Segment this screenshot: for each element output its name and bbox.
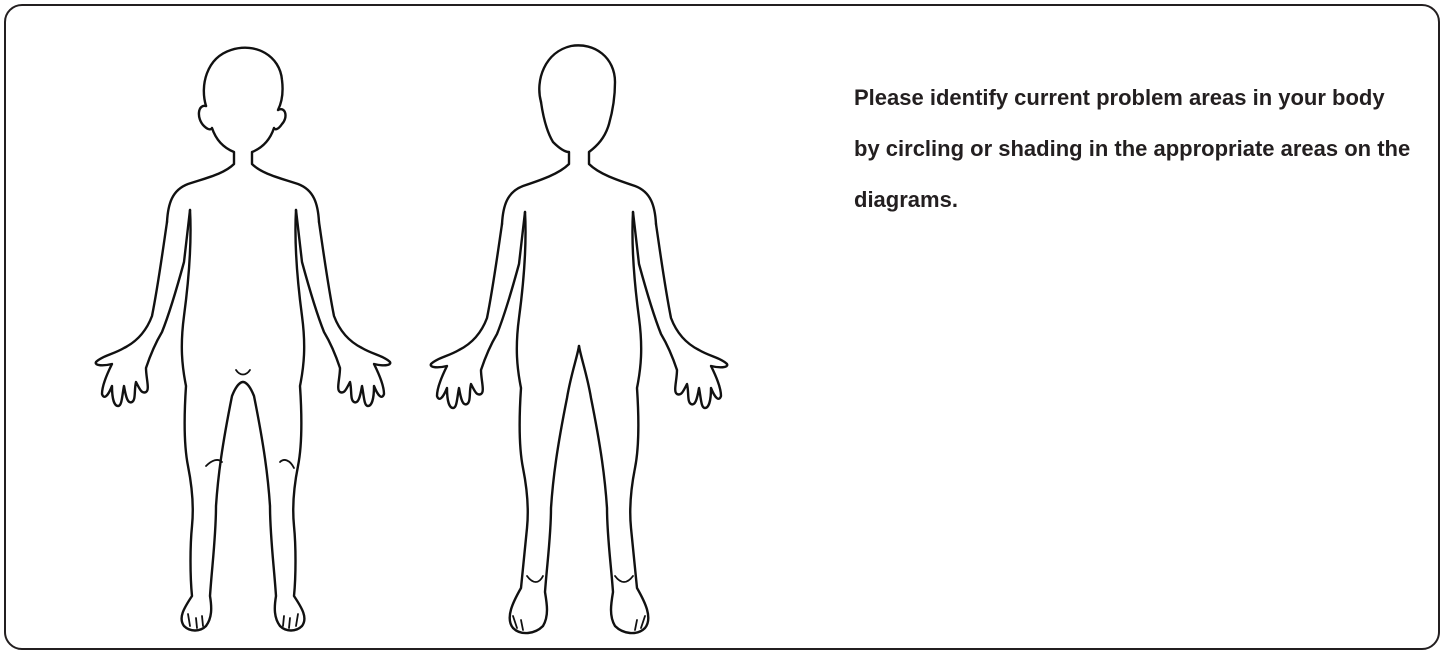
body-front-outline-icon	[66, 36, 426, 636]
body-diagram-back[interactable]	[401, 36, 761, 636]
form-frame: Please identify current problem areas in…	[4, 4, 1440, 650]
body-back-outline-icon	[401, 36, 761, 636]
body-diagram-front[interactable]	[66, 36, 426, 636]
instructions-text: Please identify current problem areas in…	[854, 72, 1414, 225]
